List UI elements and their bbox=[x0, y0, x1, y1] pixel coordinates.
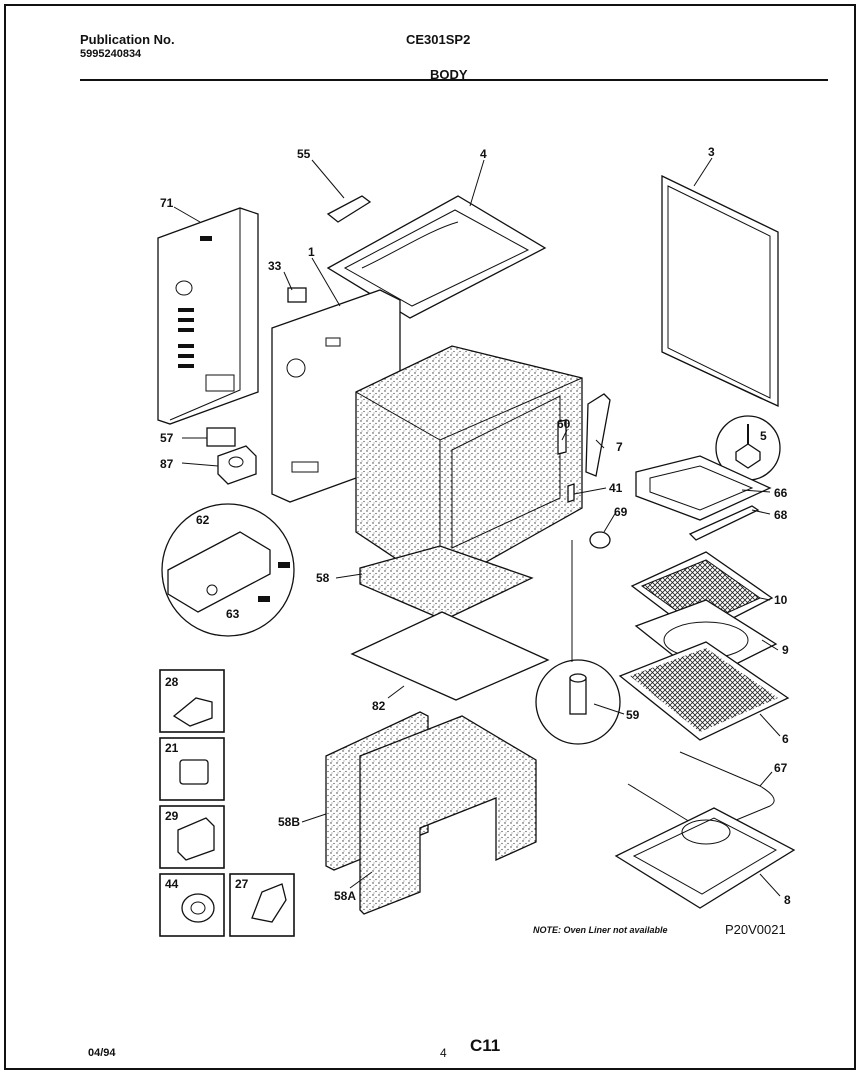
part-28-shape bbox=[172, 697, 213, 727]
bracket-68 bbox=[688, 505, 760, 541]
label-44: 44 bbox=[165, 877, 179, 891]
label-71: 71 bbox=[160, 196, 174, 210]
insulation-58a bbox=[359, 715, 537, 915]
bracket-55 bbox=[326, 195, 372, 223]
publication-number: 5995240834 bbox=[80, 48, 142, 60]
model-number: CE301SP2 bbox=[406, 32, 471, 47]
broil-pan-grid-10 bbox=[630, 551, 774, 637]
label-8: 8 bbox=[784, 893, 791, 907]
page-border bbox=[4, 4, 856, 1070]
label-3: 3 bbox=[708, 145, 715, 159]
label-69: 69 bbox=[614, 505, 628, 519]
oven-rack-6 bbox=[618, 641, 790, 741]
detail-59 bbox=[535, 540, 621, 745]
label-4: 4 bbox=[480, 147, 487, 161]
leader-lines bbox=[173, 157, 781, 897]
label-27: 27 bbox=[235, 877, 249, 891]
label-28: 28 bbox=[165, 675, 179, 689]
label-58b: 58B bbox=[278, 815, 300, 829]
footer-page: 4 bbox=[440, 1046, 447, 1060]
label-82: 82 bbox=[372, 699, 386, 713]
label-67: 67 bbox=[774, 761, 788, 775]
label-33: 33 bbox=[268, 259, 282, 273]
label-41: 41 bbox=[609, 481, 623, 495]
label-10: 10 bbox=[774, 593, 788, 607]
label-29: 29 bbox=[165, 809, 179, 823]
detail-62-63 bbox=[161, 503, 295, 637]
footer-code: C11 bbox=[470, 1036, 501, 1055]
part-44-shape bbox=[181, 893, 215, 923]
label-21: 21 bbox=[165, 741, 179, 755]
label-55: 55 bbox=[297, 147, 311, 161]
side-panel-71 bbox=[157, 207, 259, 425]
label-60: 60 bbox=[557, 417, 571, 431]
label-59: 59 bbox=[626, 708, 640, 722]
label-57: 57 bbox=[160, 431, 174, 445]
part-number-labels: 71 55 4 3 33 1 60 7 5 57 87 41 66 68 69 … bbox=[160, 145, 791, 907]
part-60 bbox=[557, 419, 567, 455]
label-5: 5 bbox=[760, 429, 767, 443]
publication-label: Publication No. bbox=[80, 32, 175, 47]
label-87: 87 bbox=[160, 457, 174, 471]
label-1: 1 bbox=[308, 245, 315, 259]
label-6: 6 bbox=[782, 732, 789, 746]
part-41 bbox=[567, 483, 575, 503]
section-title: BODY bbox=[430, 67, 468, 82]
plate-57 bbox=[206, 427, 236, 447]
insulation-58 bbox=[359, 545, 534, 621]
part-29-shape bbox=[177, 817, 215, 861]
oven-bottom-8 bbox=[614, 807, 796, 909]
knob-69 bbox=[589, 531, 611, 549]
footer-date: 04/94 bbox=[88, 1047, 116, 1059]
part-21-shape bbox=[179, 759, 209, 785]
label-63: 63 bbox=[226, 607, 240, 621]
label-62: 62 bbox=[196, 513, 210, 527]
label-66: 66 bbox=[774, 486, 788, 500]
door-panel-3 bbox=[661, 174, 779, 408]
bake-element-66 bbox=[635, 455, 772, 521]
label-58a: 58A bbox=[334, 889, 356, 903]
clip-33 bbox=[287, 287, 307, 303]
label-9: 9 bbox=[782, 643, 789, 657]
label-58: 58 bbox=[316, 571, 330, 585]
figure-code: P20V0021 bbox=[725, 922, 786, 937]
part-7 bbox=[585, 393, 611, 477]
label-68: 68 bbox=[774, 508, 788, 522]
label-7: 7 bbox=[616, 440, 623, 454]
part-87 bbox=[217, 445, 257, 485]
cabinet-body bbox=[355, 345, 583, 589]
part-27-shape bbox=[251, 883, 287, 923]
note-text: NOTE: Oven Liner not available bbox=[533, 925, 668, 935]
bottom-panel-82 bbox=[350, 611, 550, 701]
